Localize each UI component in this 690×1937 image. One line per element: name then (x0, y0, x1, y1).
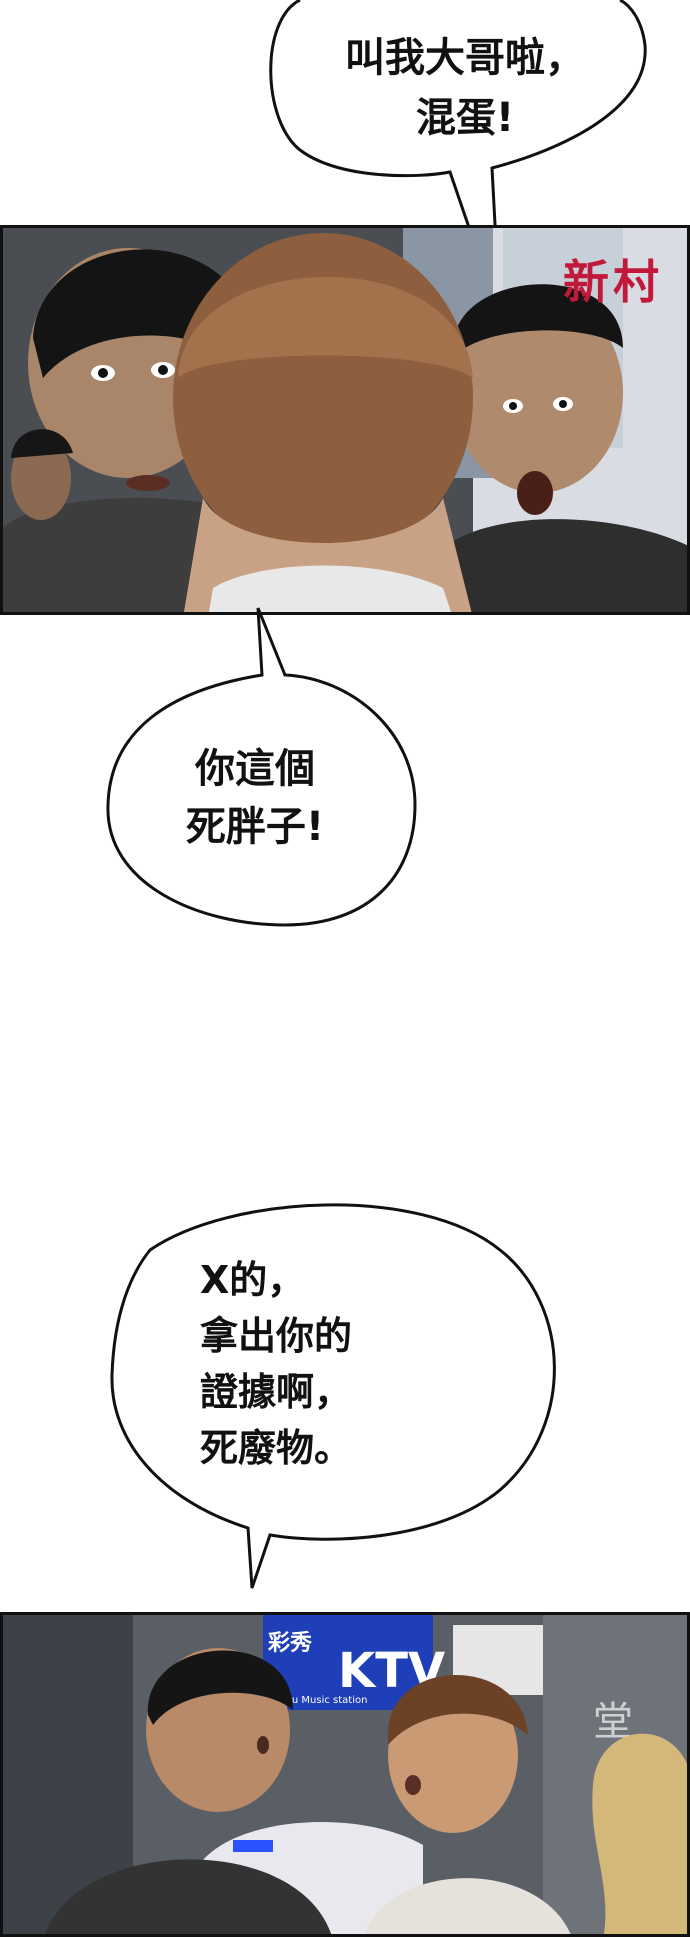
bubble-bottom-text: X的， 拿出你的 證據啊， 死廢物。 (200, 1258, 353, 1470)
panel2-illustration: KTV 彩秀 Meru Music station 堂 (3, 1615, 687, 1934)
speech-bubble-top (269, 0, 647, 319)
panel1-sign-char-1: 新 (563, 255, 609, 309)
panel1-sign-char-2: 村 (613, 255, 659, 309)
comic-panel-2: KTV 彩秀 Meru Music station 堂 (0, 1612, 690, 1937)
comic-panel-1: 新 村 (0, 225, 690, 615)
speech-bubble-bottom (110, 1203, 556, 1589)
panel1-illustration: 新 村 (3, 228, 687, 612)
ktv-sign-sub: Meru Music station (273, 1695, 367, 1706)
bubble-middle-text: 你這個 死胖子! (185, 746, 325, 850)
bubble-top-text: 叫我大哥啦， 混蛋! (345, 35, 585, 141)
speech-bubble-middle (106, 607, 417, 927)
ktv-sign-small: 彩秀 (267, 1631, 312, 1656)
